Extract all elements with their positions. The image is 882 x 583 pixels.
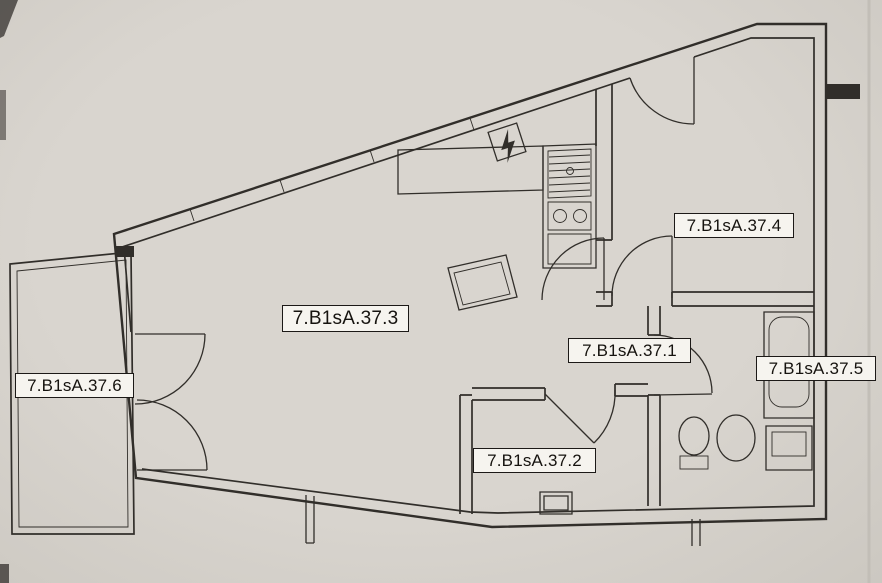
room-374-door-arc bbox=[611, 235, 673, 298]
kitchen-unit bbox=[397, 143, 597, 269]
room-label-37-3: 7.B1sA.37.3 bbox=[282, 305, 409, 332]
door-arcs bbox=[134, 57, 713, 471]
room-label-37-1: 7.B1sA.37.1 bbox=[568, 338, 691, 363]
kitchen-door-arc bbox=[541, 237, 605, 301]
room-label-37-4: 7.B1sA.37.4 bbox=[674, 213, 794, 238]
room-label-37-5: 7.B1sA.37.5 bbox=[756, 356, 876, 381]
bathroom-sink-icon bbox=[716, 414, 756, 462]
kitchen-sink-icon bbox=[547, 148, 592, 199]
balcony-door-arc bbox=[134, 333, 208, 471]
wall-junction-block bbox=[116, 246, 134, 257]
washing-machine-icon bbox=[765, 425, 813, 471]
facade-marker bbox=[826, 84, 860, 99]
table bbox=[447, 254, 518, 311]
kitchen-appliance-column bbox=[542, 143, 597, 269]
electrical-panel bbox=[487, 122, 527, 163]
entrance-door-arc bbox=[629, 57, 695, 125]
bathroom-fixtures bbox=[678, 311, 815, 471]
room-label-37-6: 7.B1sA.37.6 bbox=[15, 373, 134, 398]
furniture bbox=[447, 254, 518, 311]
exterior-walls bbox=[112, 22, 860, 546]
room-label-37-2: 7.B1sA.37.2 bbox=[473, 448, 596, 473]
cooktop-icon bbox=[547, 201, 592, 265]
toilet-icon bbox=[678, 416, 710, 470]
lightning-icon bbox=[501, 129, 515, 163]
balcony-outline bbox=[9, 251, 135, 535]
bathroom-door-arc bbox=[653, 334, 713, 396]
interior-walls bbox=[459, 84, 814, 514]
room-372-door-arc bbox=[544, 389, 616, 444]
